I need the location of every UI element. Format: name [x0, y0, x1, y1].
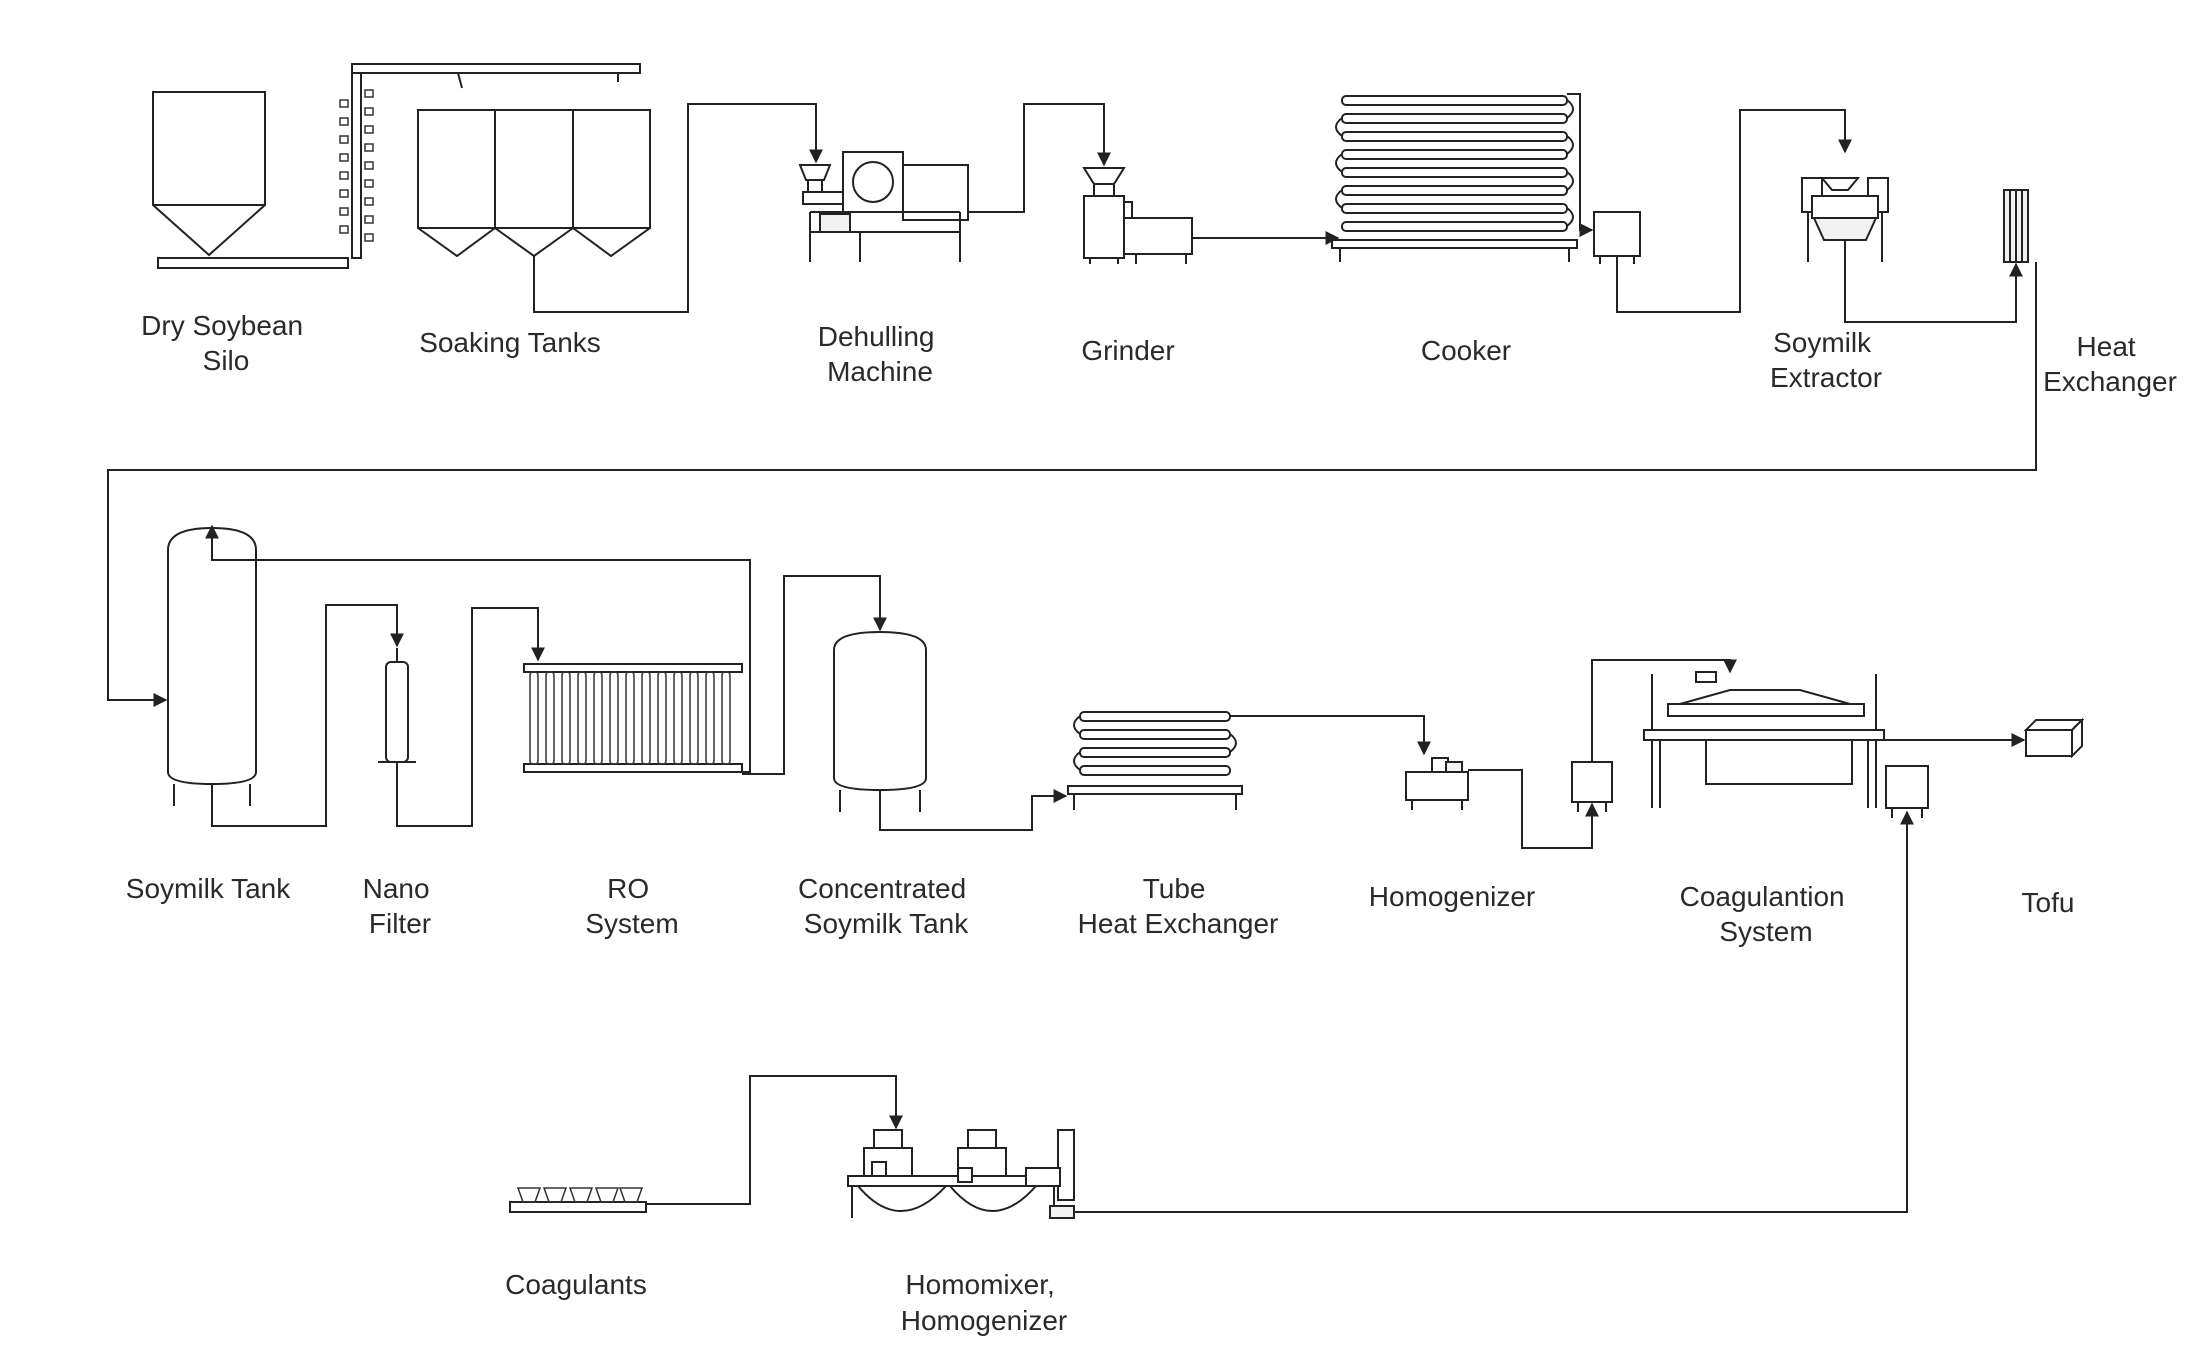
homomixer-homogenizer [848, 1130, 1074, 1218]
label-coagulants: Coagulants [505, 1269, 647, 1300]
label-heat-exchanger: Heat Exchanger [2043, 331, 2177, 397]
tofu-block [2026, 720, 2082, 756]
label-cooker: Cooker [1421, 335, 1511, 366]
label-soymilk-tank: Soymilk Tank [126, 873, 291, 904]
label-nano-filter: Nano Filter [363, 873, 438, 939]
dehulling-machine [800, 152, 968, 262]
label-tube-heat-exchanger: Tube Heat Exchanger [1078, 873, 1279, 939]
dry-soybean-silo [153, 92, 348, 268]
label-grinder: Grinder [1081, 335, 1174, 366]
grinder [1084, 168, 1192, 264]
label-coagulation-system: Coagulantion System [1680, 881, 1853, 947]
homogenizer [1406, 758, 1468, 810]
label-soymilk-extractor: Soymilk Extractor [1770, 327, 1882, 393]
plate-heat-exchanger [2004, 190, 2028, 262]
nano-filter [378, 648, 416, 780]
cooker [1332, 96, 1577, 262]
soaking-tanks [418, 110, 650, 256]
equipment-labels: Dry Soybean Silo Soaking Tanks Dehulling… [126, 310, 2177, 1336]
soymilk-tank [168, 528, 256, 806]
label-silo: Dry Soybean Silo [141, 310, 311, 376]
concentrated-soymilk-tank [834, 632, 926, 812]
coagulant-feed-tank [1886, 766, 1928, 818]
label-concentrated-soymilk-tank: Concentrated Soymilk Tank [798, 873, 974, 939]
label-soaking-tanks: Soaking Tanks [419, 327, 601, 358]
ro-system [524, 664, 742, 772]
label-homogenizer: Homogenizer [1369, 881, 1536, 912]
label-tofu: Tofu [2022, 887, 2075, 918]
tube-heat-exchanger [1068, 712, 1242, 810]
label-ro-system: RO System [585, 873, 678, 939]
coagulants-feeder [510, 1188, 646, 1212]
label-dehulling-machine: Dehulling Machine [818, 321, 943, 387]
label-homomixer-homogenizer: Homomixer, Homogenizer [901, 1269, 1068, 1336]
coagulation-system [1644, 672, 1884, 808]
